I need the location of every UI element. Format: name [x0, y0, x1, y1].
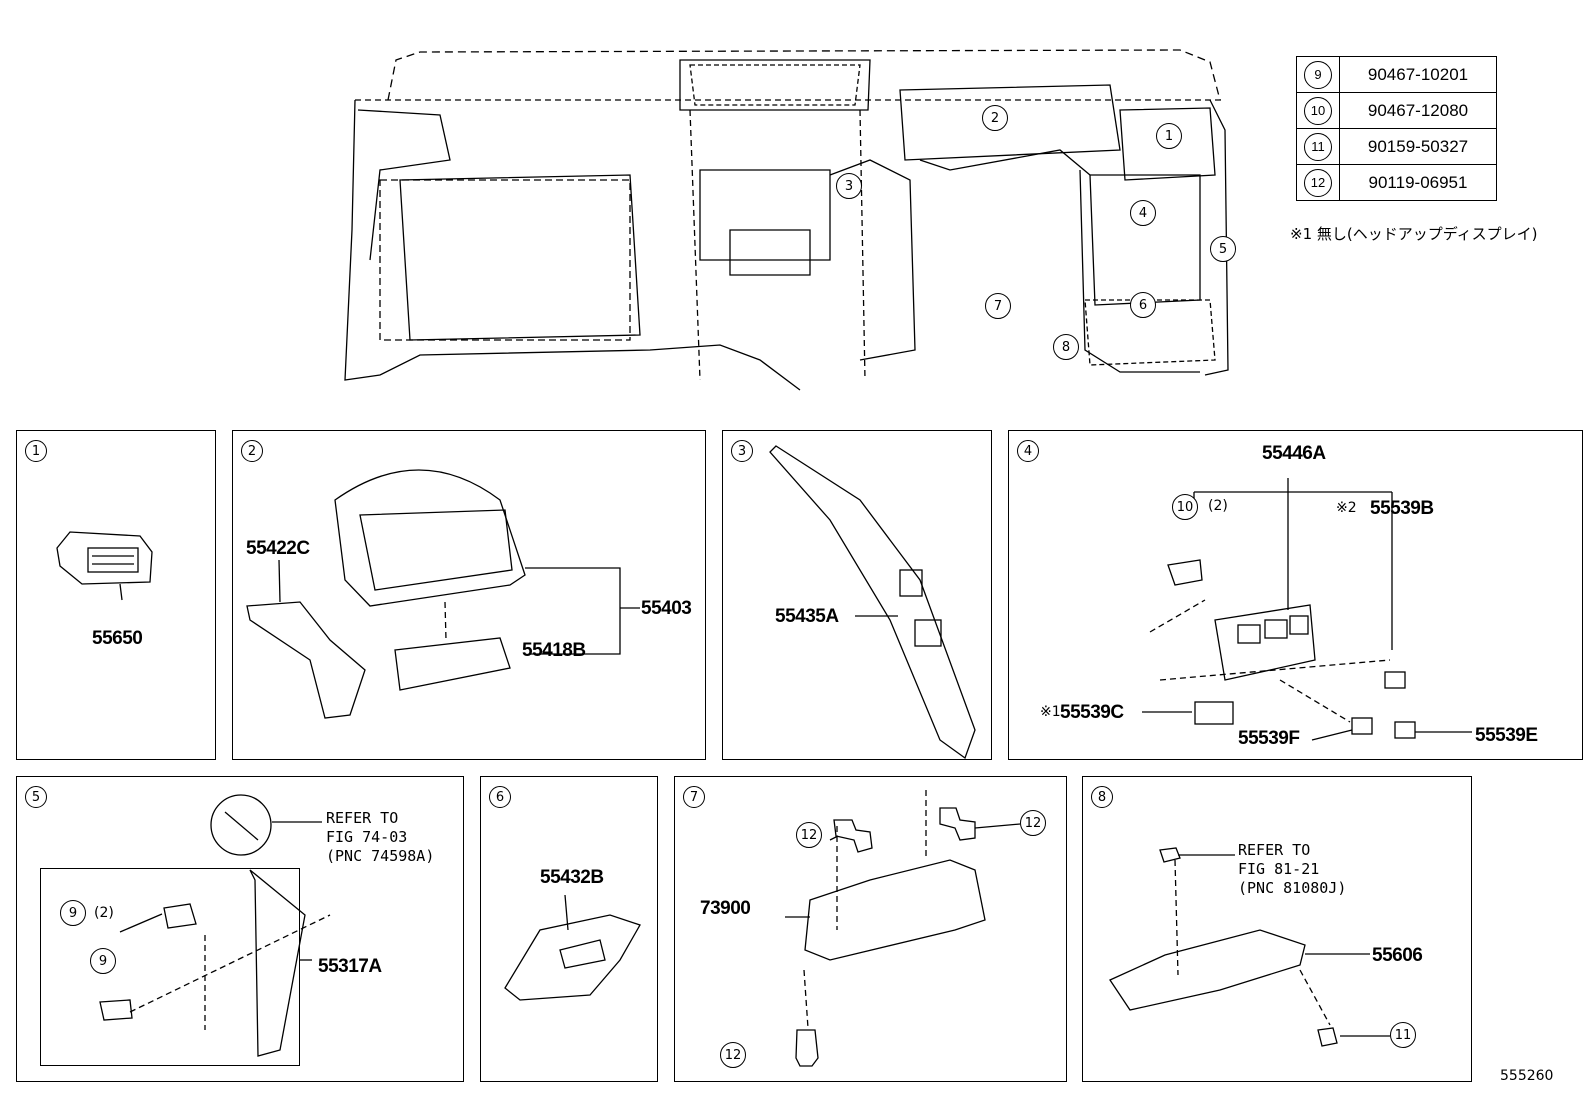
- callout-8: 8: [1053, 334, 1079, 360]
- panel-1-number: 1: [25, 440, 47, 462]
- part-55446A: 55446A: [1262, 443, 1326, 464]
- fastener-9-callout: 9: [60, 900, 86, 926]
- fastener-12-callout: 12: [1020, 810, 1046, 836]
- panel-6-number: 6: [489, 786, 511, 808]
- marker-1: ※1: [1040, 704, 1061, 720]
- part-55539E: 55539E: [1475, 725, 1538, 746]
- refer-line: FIG 74-03: [326, 828, 408, 846]
- panel-5-number: 5: [25, 786, 47, 808]
- callout-1: 1: [1156, 123, 1182, 149]
- refer-line: FIG 81-21: [1238, 860, 1320, 878]
- panel-6: [480, 776, 658, 1082]
- panel-7: [674, 776, 1067, 1082]
- legend-ref: 10: [1304, 96, 1332, 125]
- fastener-9-callout: 9: [90, 948, 116, 974]
- part-73900: 73900: [700, 898, 751, 919]
- part-55539C: 55539C: [1060, 702, 1124, 723]
- legend-ref: 12: [1304, 168, 1332, 197]
- part-55418B: 55418B: [522, 640, 586, 661]
- figure-id: 555260: [1500, 1068, 1554, 1084]
- qty-label: (2): [1208, 498, 1228, 514]
- callout-4: 4: [1130, 200, 1156, 226]
- refer-line: REFER TO: [1238, 841, 1311, 859]
- fastener-12-callout: 12: [796, 822, 822, 848]
- part-55539B: 55539B: [1370, 498, 1434, 519]
- refer-line: (PNC 81080J): [1238, 879, 1347, 897]
- legend-part-number: 90119-06951: [1339, 164, 1497, 201]
- refer-text-81: REFER TO FIG 81-21 (PNC 81080J): [1238, 822, 1346, 898]
- legend-part-number: 90467-12080: [1339, 92, 1497, 129]
- refer-line: REFER TO: [326, 809, 399, 827]
- legend-ref: 11: [1304, 132, 1332, 161]
- part-55432B: 55432B: [540, 867, 604, 888]
- part-55317A: 55317A: [318, 956, 382, 977]
- part-55606: 55606: [1372, 945, 1423, 966]
- panel-2: [232, 430, 706, 760]
- panel-2-number: 2: [241, 440, 263, 462]
- callout-2: 2: [982, 105, 1008, 131]
- panel-3-number: 3: [731, 440, 753, 462]
- footnote-1: ※1 無し(ヘッドアップディスプレイ): [1290, 225, 1538, 243]
- panel-8-number: 8: [1091, 786, 1113, 808]
- refer-line: (PNC 74598A): [326, 847, 435, 865]
- panel-1: [16, 430, 216, 760]
- refer-text-74: REFER TO FIG 74-03 (PNC 74598A): [326, 790, 434, 866]
- legend-ref: 9: [1304, 60, 1332, 89]
- part-55403: 55403: [641, 598, 692, 619]
- marker-2: ※2: [1336, 500, 1357, 516]
- fastener-10-callout: 10: [1172, 494, 1198, 520]
- part-55422C: 55422C: [246, 538, 310, 559]
- qty-label: (2): [94, 905, 114, 921]
- legend-part-number: 90159-50327: [1339, 128, 1497, 165]
- part-55539F: 55539F: [1238, 728, 1300, 749]
- panel-4: [1008, 430, 1583, 760]
- fastener-12-callout: 12: [720, 1042, 746, 1068]
- callout-5: 5: [1210, 236, 1236, 262]
- panel-7-number: 7: [683, 786, 705, 808]
- callout-6: 6: [1130, 292, 1156, 318]
- panel-4-number: 4: [1017, 440, 1039, 462]
- callout-3: 3: [836, 173, 862, 199]
- fastener-11-callout: 11: [1390, 1022, 1416, 1048]
- callout-7: 7: [985, 293, 1011, 319]
- part-55435A: 55435A: [775, 606, 839, 627]
- part-55650: 55650: [92, 628, 143, 649]
- panel-3: [722, 430, 992, 760]
